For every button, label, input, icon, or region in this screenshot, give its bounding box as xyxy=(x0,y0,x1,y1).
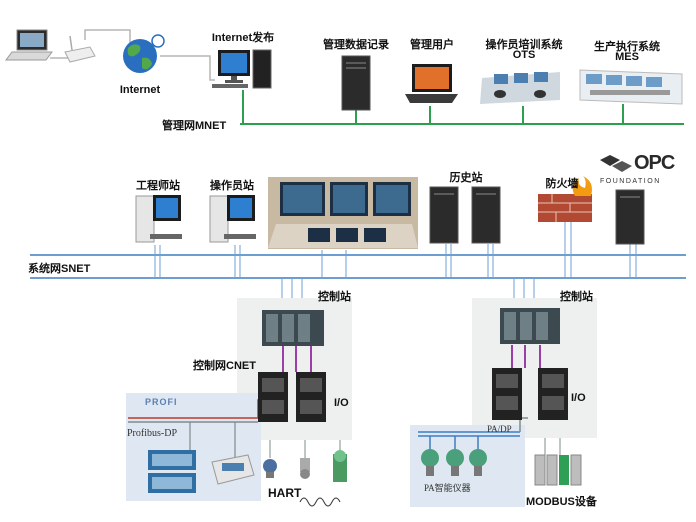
laptop-icon xyxy=(5,29,53,61)
opc-logo: OPC xyxy=(634,152,675,174)
cnet-label: 控制网CNET xyxy=(193,360,256,372)
pa-instrument-icon xyxy=(421,449,487,476)
globe-icon xyxy=(123,34,165,73)
engineer-pc-icon xyxy=(135,195,182,243)
mes-label-line2: MES xyxy=(615,51,639,63)
hart-wave xyxy=(299,497,341,507)
profibus-device-icon xyxy=(148,450,255,493)
publish-pc-icon xyxy=(212,49,272,89)
control-station-left-label: 控制站 xyxy=(318,291,351,303)
firewall-label: 防火墙 xyxy=(545,178,579,190)
history-server-icon xyxy=(429,186,501,244)
control-station-left-cabinet xyxy=(262,310,324,346)
operator-station-label: 操作员站 xyxy=(210,180,254,192)
hart-label: HART xyxy=(268,486,302,500)
router-icon xyxy=(64,35,96,63)
management-user-label: 管理用户 xyxy=(410,39,454,51)
modbus-label: MODBUS设备 xyxy=(526,496,597,508)
hart-links xyxy=(269,440,341,458)
control-station-right-label: 控制站 xyxy=(560,291,593,303)
cnet-network xyxy=(282,345,541,372)
operator-pc-icon xyxy=(209,195,256,243)
pa-instrument-label: PA智能仪器 xyxy=(424,483,471,493)
profibus-label: Profibus-DP xyxy=(127,428,178,439)
mes-icon xyxy=(579,69,683,105)
engineer-station-label: 工程师站 xyxy=(136,180,180,192)
ots-label-line1: 操作员培训系统 xyxy=(485,39,563,51)
opc-server-icon xyxy=(615,189,645,245)
hart-instrument-icon xyxy=(263,450,347,482)
control-station-right-cabinet xyxy=(500,308,560,344)
firewall-icon xyxy=(538,176,592,222)
io-left-modules xyxy=(258,372,326,422)
profibus-bus xyxy=(128,399,265,460)
data-record-label: 管理数据记录 xyxy=(323,39,389,51)
io-right-label: I/O xyxy=(571,392,586,404)
mnet-network xyxy=(240,90,684,125)
internet-publish-label: Internet发布 xyxy=(211,32,275,44)
pa-dp-label: PA/DP xyxy=(487,424,512,434)
ots-label-line2: OTS xyxy=(512,49,536,61)
user-laptop-icon xyxy=(405,64,458,103)
history-station-label: 历史站 xyxy=(449,172,483,184)
internet-label: Internet xyxy=(119,84,161,96)
ots-icon xyxy=(480,72,560,104)
mnet-label: 管理网MNET xyxy=(162,120,227,132)
io-left-label: I/O xyxy=(334,397,349,409)
profibus-logo: PROFI xyxy=(145,397,178,407)
pa-bus xyxy=(418,417,528,450)
io-right-modules xyxy=(492,368,568,420)
opc-logo-mark xyxy=(600,155,632,172)
data-server-icon xyxy=(341,55,371,111)
control-console-icon xyxy=(268,177,418,249)
modbus-links xyxy=(544,438,561,455)
modbus-device-icon xyxy=(534,454,582,486)
opc-foundation-label: FOUNDATION xyxy=(600,178,661,185)
mes-label-line1: 生产执行系统 xyxy=(594,41,660,53)
snet-network xyxy=(30,254,686,279)
snet-label: 系统网SNET xyxy=(28,263,91,275)
